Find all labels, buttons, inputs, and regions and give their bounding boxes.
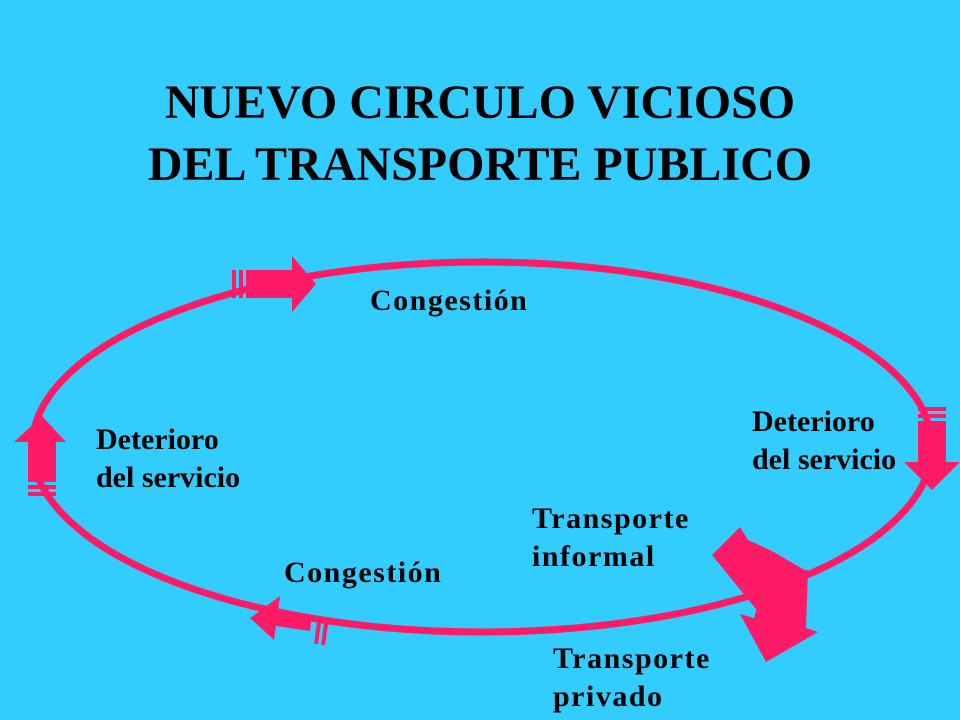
slide-title: NUEVO CIRCULO VICIOSO DEL TRANSPORTE PUB… — [0, 72, 960, 196]
label-congestion-top-text: Congestión — [370, 284, 529, 317]
arrow-down-icon — [904, 407, 960, 490]
label-informal-line-2: informal — [532, 540, 656, 573]
label-deterioro-right-line-1: Deterioro — [752, 405, 875, 438]
label-privado-line-1: Transporte — [553, 642, 711, 675]
label-deterioro-left-line-2: del servicio — [96, 461, 241, 494]
title-line-1: NUEVO CIRCULO VICIOSO — [164, 76, 796, 129]
title-line-2: DEL TRANSPORTE PUBLICO — [147, 138, 813, 191]
arrow-left-icon — [250, 596, 329, 646]
label-transporte-privado: Transporte privado — [553, 640, 711, 716]
label-deterioro-right-line-2: del servicio — [752, 443, 897, 476]
arrow-right-icon — [232, 256, 316, 312]
label-deterioro-left: Deterioro del servicio — [96, 421, 240, 497]
label-privado-line-2: privado — [553, 680, 664, 713]
label-informal-line-1: Transporte — [532, 502, 690, 535]
arrow-up-icon — [14, 416, 66, 496]
label-congestion-bottom-text: Congestión — [284, 556, 443, 589]
label-deterioro-left-line-1: Deterioro — [96, 423, 219, 456]
label-congestion-top: Congestión — [370, 282, 528, 320]
branch-arrow-down-icon — [740, 570, 818, 662]
label-deterioro-right: Deterioro del servicio — [752, 403, 896, 479]
label-congestion-bottom: Congestión — [284, 554, 442, 592]
label-transporte-informal: Transporte informal — [532, 500, 690, 576]
